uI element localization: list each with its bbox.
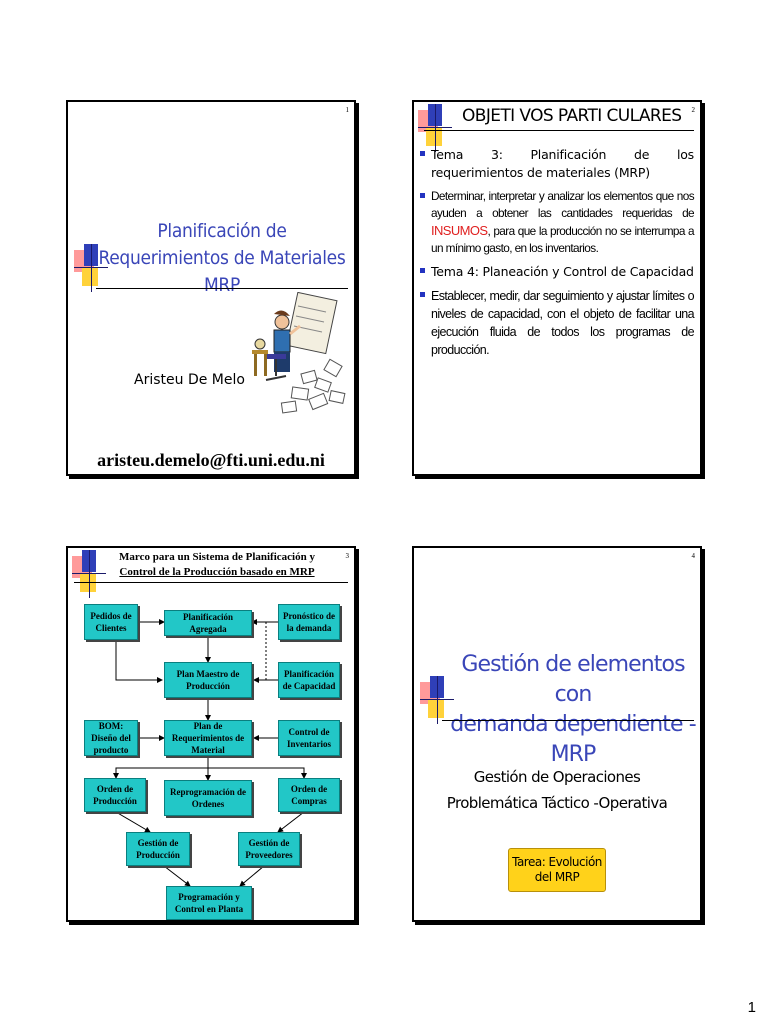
flow-box-planificacion-agregada: Planificación Agregada (164, 610, 252, 636)
heading-divider (74, 582, 348, 583)
subtitle-line: Gestión de Operaciones (473, 768, 641, 786)
slide-1: 1 Planificación de Requerimientos de Mat… (66, 100, 356, 476)
tarea-line: del MRP (534, 870, 580, 884)
slide-number: 1 (345, 106, 350, 114)
bullet-icon (420, 193, 425, 198)
slide-3: 3 Marco para un Sistema de Planificación… (66, 546, 356, 922)
flow-box-pronostico: Pronóstico de la demanda (278, 604, 340, 640)
slide-number: 2 (691, 106, 696, 114)
flow-box-gestion-proveedores: Gestión de Proveedores (238, 832, 300, 866)
page-number: 1 (747, 999, 756, 1016)
slide-heading: Marco para un Sistema de Planificación y… (104, 550, 330, 580)
flow-box-orden-compras: Orden de Compras (278, 778, 340, 812)
list-item-text: , para que la producción no se interrump… (431, 224, 695, 255)
title-line: Planificación de (157, 220, 287, 242)
slide-subtitle: Gestión de Operaciones Problemática Táct… (414, 764, 700, 816)
flow-box-orden-produccion: Orden de Producción (84, 778, 146, 812)
title-divider (442, 720, 694, 721)
slide-logo-icon (72, 550, 106, 598)
flow-box-programacion-control: Programación y Control en Planta (166, 886, 252, 920)
worker-clipart-icon (252, 292, 346, 414)
bullet-icon (420, 268, 425, 273)
flow-box-planificacion-capacidad: Planificación de Capacidad (278, 662, 340, 698)
objectives-list: Tema 3: Planificación de los requerimien… (420, 146, 695, 365)
list-item-text: Determinar, interpretar y analizar los e… (431, 189, 695, 220)
flow-box-reprogramacion: Reprogramación de Ordenes (164, 780, 252, 816)
title-divider (96, 288, 348, 289)
list-item: Tema 4: Planeación y Control de Capacida… (420, 263, 694, 281)
tarea-callout: Tarea: Evolución del MRP (508, 848, 606, 892)
slide-logo-icon (74, 244, 108, 292)
slide-4: 4 Gestión de elementos con demanda depen… (412, 546, 702, 922)
heading-line: Control de la Producción basado en MRP (119, 566, 315, 578)
flow-box-control-inventarios: Control de Inventarios (278, 720, 340, 756)
author-email: aristeu.demelo@fti.uni.edu.ni (97, 450, 325, 470)
flow-box-pedidos: Pedidos de Clientes (84, 604, 138, 640)
flow-box-gestion-produccion: Gestión de Producción (126, 832, 190, 866)
bullet-icon (420, 151, 425, 156)
title-line: demanda dependiente - MRP (450, 712, 696, 767)
flow-box-plan-requerimientos: Plan de Requerimientos de Material (164, 720, 252, 756)
slide-title: Planificación de Requerimientos de Mater… (96, 218, 348, 299)
slide-logo-icon (418, 104, 452, 152)
list-item-text: Tema 3: Planificación de los requerimien… (431, 147, 694, 180)
slide-heading: OBJETI VOS PARTI CULARES (462, 106, 682, 126)
list-item: Determinar, interpretar y analizar los e… (420, 188, 695, 257)
bullet-icon (420, 292, 425, 297)
flow-arrows (113, 619, 307, 887)
subtitle-line: Problemática Táctico -Operativa (446, 794, 668, 812)
slide-number: 4 (691, 552, 696, 560)
list-item: Tema 3: Planificación de los requerimien… (420, 146, 694, 182)
flow-box-bom: BOM: Diseño del producto (84, 720, 138, 756)
heading-divider (424, 130, 694, 131)
list-item-text: Tema 4: Planeación y Control de Capacida… (431, 264, 694, 279)
list-item: Establecer, medir, dar seguimiento y aju… (420, 287, 695, 359)
title-line: Gestión de elementos con (461, 652, 685, 707)
author-name: Aristeu De Melo (134, 372, 245, 388)
slide-number: 3 (345, 552, 350, 560)
slide-logo-icon (420, 676, 454, 724)
title-line: Requerimientos de Materiales (98, 247, 346, 269)
title-line: MRP (203, 274, 241, 296)
slide-2: 2 OBJETI VOS PARTI CULARES Tema 3: Plani… (412, 100, 702, 476)
slide-title: Gestión de elementos con demanda dependi… (450, 650, 696, 770)
heading-line: Marco para un Sistema de Planificación y (119, 551, 315, 563)
highlighted-word: INSUMOS (431, 223, 488, 238)
flow-box-plan-maestro: Plan Maestro de Producción (164, 662, 252, 698)
list-item-text: Establecer, medir, dar seguimiento y aju… (431, 289, 695, 357)
tarea-line: Tarea: Evolución (512, 855, 602, 869)
